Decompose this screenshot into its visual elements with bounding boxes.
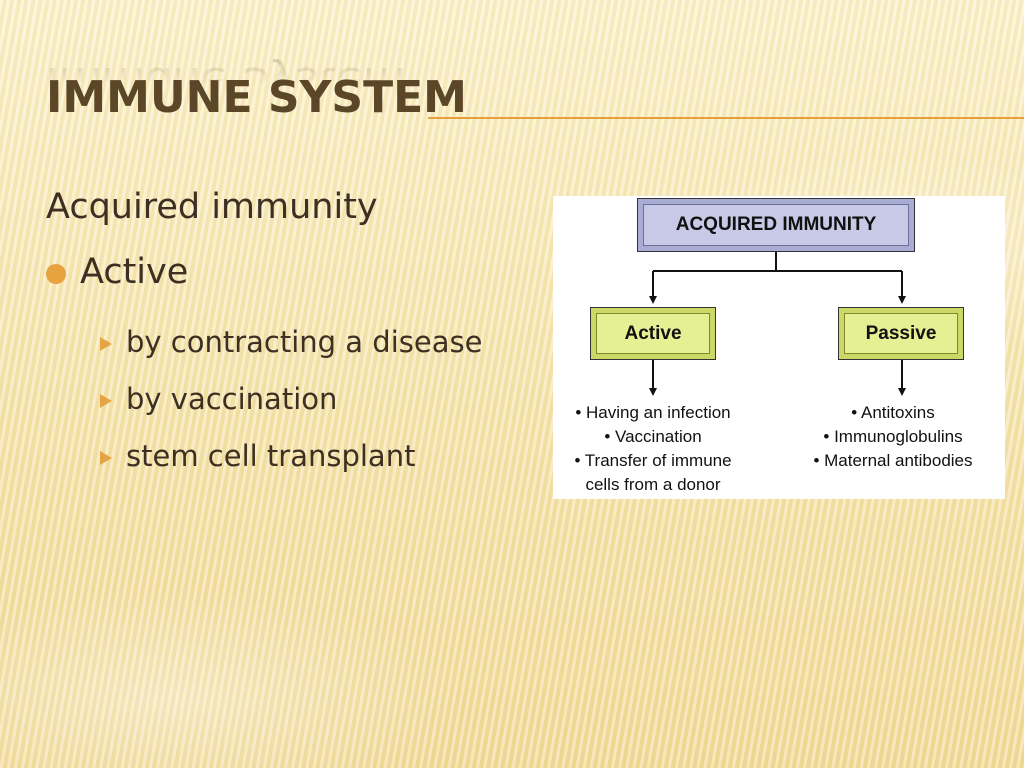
arrow-bullet-icon [100,336,112,351]
active-example: • Vaccination [604,427,702,446]
passive-example: • Antitoxins [851,403,935,422]
acquired-immunity-diagram: ACQUIRED IMMUNITY Active Passive • Havin… [553,196,1005,499]
slide-title-reflection: Immune System [46,57,406,108]
active-example: cells from a donor [585,475,721,494]
sub-bullet-text: stem cell transplant [126,438,416,473]
node-active: Active [590,307,716,360]
active-example: • Having an infection [575,403,731,422]
active-example: • Transfer of immune [574,451,732,470]
sub-bullet-item: by contracting a disease [100,313,482,370]
node-passive: Passive [838,307,964,360]
passive-example: • Maternal antibodies [813,451,973,470]
arrow-bullet-icon [100,393,112,408]
arrow-bullet-icon [100,450,112,465]
sub-bullet-text: by contracting a disease [126,324,483,359]
content-heading: Acquired immunity [46,187,378,227]
sub-bullet-list: by contracting a disease by vaccination … [100,313,482,484]
sub-bullet-text: by vaccination [126,381,338,416]
passive-example: • Immunoglobulins [823,427,963,446]
sub-bullet-item: by vaccination [100,370,482,427]
passive-examples-list: • Antitoxins • Immunoglobulins • Materna… [791,401,995,473]
bullet-dot-icon [46,263,66,284]
active-examples-list: • Having an infection • Vaccination • Tr… [555,401,751,497]
title-underline [428,117,1024,119]
slide-title: Immune System [46,72,467,123]
bullet-active: Active [46,252,188,292]
diagram-connectors [649,252,906,396]
sub-bullet-item: stem cell transplant [100,427,482,484]
node-acquired-immunity: ACQUIRED IMMUNITY [637,198,915,252]
bullet-active-label: Active [80,252,189,292]
